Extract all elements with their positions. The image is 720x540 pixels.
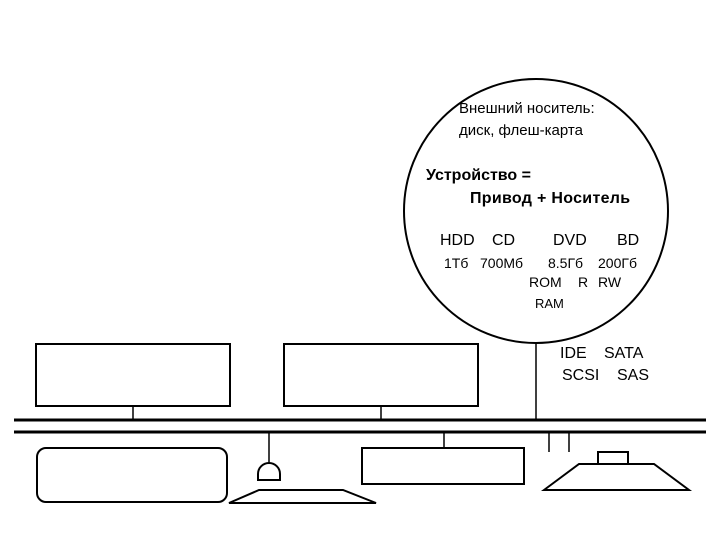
capacity-bd: 200Гб: [598, 255, 637, 271]
formula-line1: Устройство =: [426, 167, 531, 184]
interface-sas: SAS: [617, 367, 650, 384]
cd-variant-r: R: [578, 274, 589, 290]
external-media-line1: Внешний носитель:: [459, 100, 595, 117]
capacity-cd: 700Мб: [480, 255, 524, 271]
media-type-cd: CD: [492, 232, 516, 249]
cd-variant-rw: RW: [598, 274, 622, 290]
media-type-dvd: DVD: [553, 232, 587, 249]
capacity-dvd: 8.5Гб: [548, 255, 584, 271]
interface-sata: SATA: [604, 345, 644, 362]
interface-scsi: SCSI: [562, 367, 600, 384]
media-type-hdd: HDD: [440, 232, 475, 249]
interface-ide: IDE: [560, 345, 587, 362]
upper-box-middle: [283, 343, 479, 407]
formula-line2: Привод + Носитель: [470, 190, 631, 207]
external-media-line2: диск, флеш-карта: [459, 122, 583, 139]
upper-box-left: [35, 343, 231, 407]
lower-box-right: [361, 447, 525, 485]
cd-variant-rom: ROM: [529, 274, 562, 290]
printer-body: [540, 463, 693, 491]
printer-top: [597, 451, 629, 465]
cd-variant-ram: RAM: [535, 296, 564, 311]
capacity-hdd: 1Тб: [444, 255, 469, 271]
media-type-bd: BD: [617, 232, 640, 249]
lower-box-left: [36, 447, 228, 503]
mouse-icon: [257, 462, 281, 481]
mouse-pad: [228, 489, 377, 504]
